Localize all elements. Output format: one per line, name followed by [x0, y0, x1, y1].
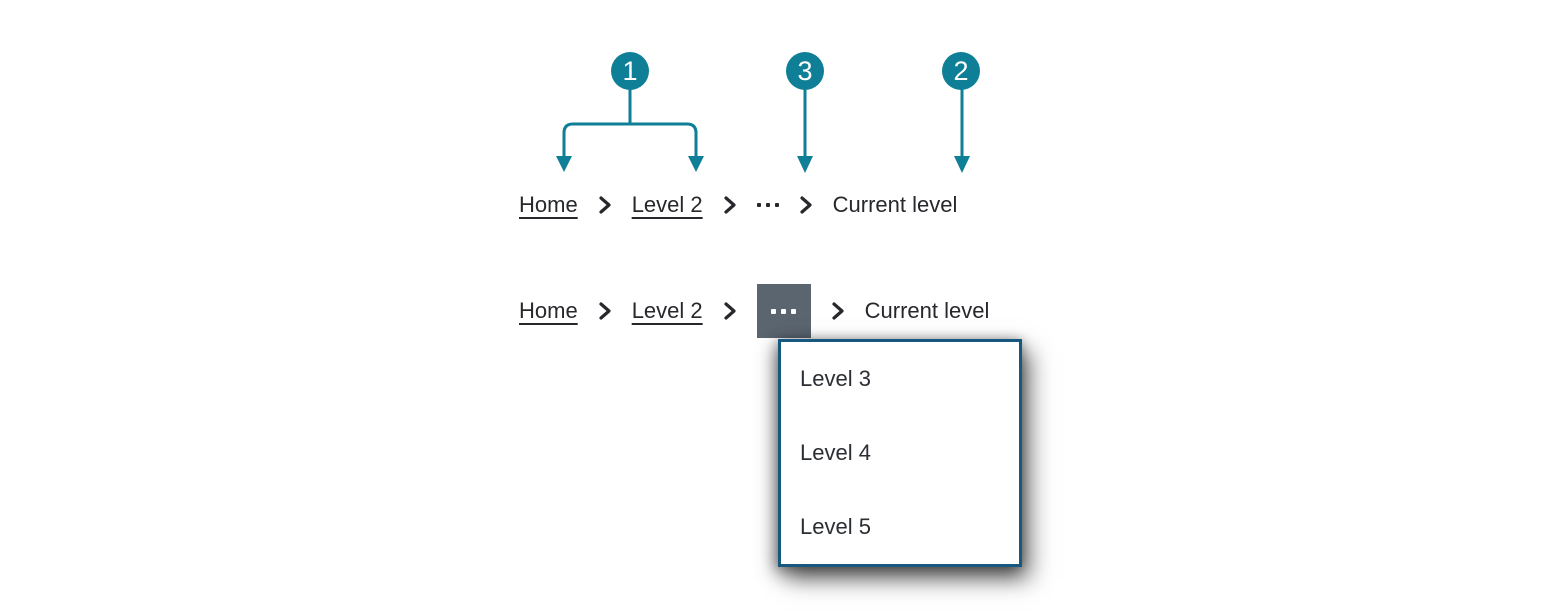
breadcrumb-link-level2[interactable]: Level 2	[631, 192, 703, 217]
callout-badge-3: 3	[786, 52, 824, 90]
chevron-right-icon	[831, 300, 845, 322]
chevron-right-icon	[723, 194, 737, 216]
chevron-right-icon	[598, 300, 612, 322]
overflow-menu-item-level5[interactable]: Level 5	[800, 514, 871, 539]
chevron-right-icon	[723, 300, 737, 322]
chevron-right-icon	[598, 194, 612, 216]
breadcrumb-link-home[interactable]: Home	[519, 298, 578, 323]
breadcrumb-link-home[interactable]: Home	[519, 192, 578, 217]
callout-badge-2: 2	[942, 52, 980, 90]
breadcrumb-current-level: Current level	[832, 192, 958, 217]
callout-2-arrow	[954, 88, 970, 173]
callout-1-bracket-arrow	[556, 86, 704, 172]
callout-badge-1: 1	[611, 52, 649, 90]
overflow-menu-item-level3[interactable]: Level 3	[800, 366, 871, 391]
ellipsis-icon	[771, 308, 777, 314]
overflow-menu-item-level4[interactable]: Level 4	[800, 440, 871, 465]
breadcrumb-current-level: Current level	[864, 298, 990, 323]
breadcrumb-link-level2[interactable]: Level 2	[631, 298, 703, 323]
chevron-right-icon	[799, 194, 813, 216]
breadcrumb-overflow-menu: Level 3 Level 4 Level 5	[778, 339, 1022, 567]
breadcrumb-default: Home Level 2 Current level	[519, 190, 957, 220]
breadcrumb-overflow-button-active[interactable]	[756, 284, 811, 338]
breadcrumb-overflow-ellipsis-icon[interactable]	[756, 203, 779, 207]
breadcrumb-overflow-open: Home Level 2 Current level	[519, 284, 989, 338]
callout-3-arrow	[797, 88, 813, 173]
